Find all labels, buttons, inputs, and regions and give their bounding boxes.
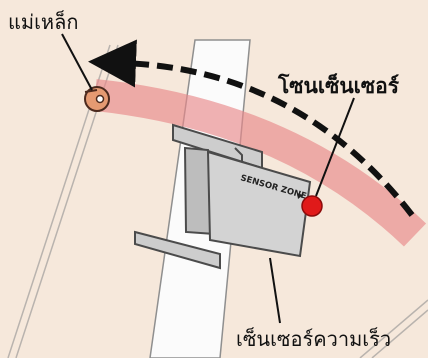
speed-sensor-device [134, 123, 312, 270]
magnet-leader-line [61, 33, 93, 91]
magnet-path-band [93, 79, 427, 247]
speed-sensor-leader-line [269, 257, 281, 324]
sensor-zone-dot [301, 195, 323, 217]
sensor-zone-label: โซนเซ็นเซอร์ [278, 74, 399, 98]
sensor-zone-pointer-icon [297, 193, 303, 199]
sensor-zone-leader-line [315, 97, 355, 197]
rotation-arrow [88, 39, 415, 217]
magnet-label: แม่เหล็ก [8, 10, 79, 34]
speed-sensor-label: เซ็นเซอร์ความเร็ว [236, 327, 392, 351]
magnet-icon [84, 86, 110, 112]
